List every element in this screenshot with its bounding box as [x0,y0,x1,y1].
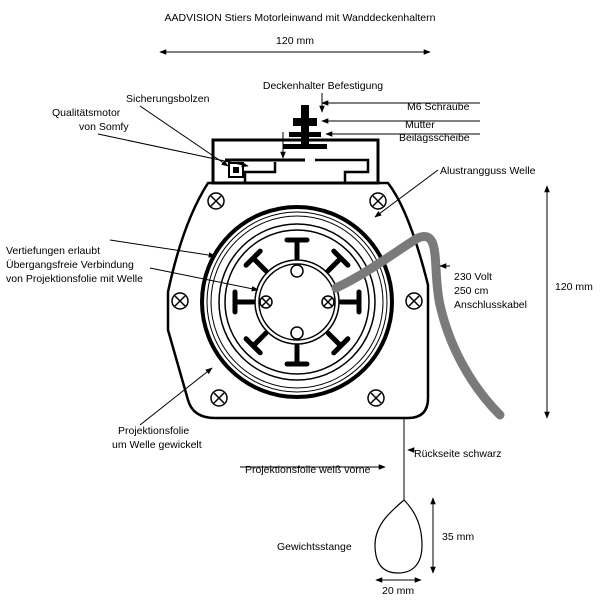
screw-top-right [369,192,387,210]
nut [293,118,317,126]
label-weight-bar: Gewichtsstange [277,541,352,553]
shaft-recess [338,289,362,315]
height-dimension-label: 120 mm [555,281,593,293]
shaft [218,223,376,381]
diagram-title: AADVISION Stiers Motorleinwand mit Wandd… [165,12,436,24]
weight-bar-shape [374,499,423,574]
shaft-recess [243,330,269,356]
label-recess-2: Übergangsfreie Verbindung [6,259,134,271]
corner-screws [171,192,423,407]
label-recess-1: Vertiefungen erlaubt [6,245,100,257]
screw-bottom-left [210,389,228,407]
label-power-1: 230 Volt [454,271,492,283]
label-motor-1: Qualitätsmotor [52,107,121,119]
ceiling-bracket [211,138,380,185]
screw-bottom-right [367,389,385,407]
label-motor-2: von Somfy [79,121,129,133]
power-cable [331,232,505,420]
label-back-black: Rückseite schwarz [414,448,502,460]
width-dimension-label: 120 mm [276,35,314,47]
screw-top-left [207,192,225,210]
shaft-recess [325,330,351,356]
label-foil-1: Projektionsfolie [118,425,189,437]
shaft-recess [284,343,310,367]
shaft-recess [284,237,310,261]
weight-height-label: 35 mm [442,531,474,543]
washer [289,132,321,137]
screw-middle-right [405,292,423,310]
leader-lines [97,93,480,470]
hole-right [321,295,335,309]
shaft-recess [232,289,256,315]
label-safety-bolt: Sicherungsbolzen [126,93,210,105]
label-front-white: Projektionsfolie weiß vorne [245,464,371,476]
label-ceiling-mount: Deckenhalter Befestigung [263,80,383,92]
label-screw: M6 Schraube [407,101,470,113]
label-foil-2: um Welle gewickelt [112,439,202,451]
shaft-holes [259,264,335,340]
m6-screw [283,105,327,149]
bracket-frame [211,138,380,185]
width-dimension: 120 mm [159,35,431,55]
label-power-2: 250 cm [454,285,489,297]
label-nut: Mutter [405,119,435,131]
label-recess-3: von Projektionsfolie mit Welle [6,273,143,285]
label-washer: Beilagsscheibe [399,132,470,144]
foil-roll [200,205,394,399]
shaft-recesses [232,237,362,367]
shaft-recess [325,248,351,274]
label-shaft: Alustrangguss Welle [440,165,536,177]
screw-middle-left [171,292,189,310]
shaft-recess [243,248,269,274]
hole-left [259,295,273,309]
weight-width-label: 20 mm [382,585,414,597]
label-power-3: Anschlusskabel [454,299,527,311]
